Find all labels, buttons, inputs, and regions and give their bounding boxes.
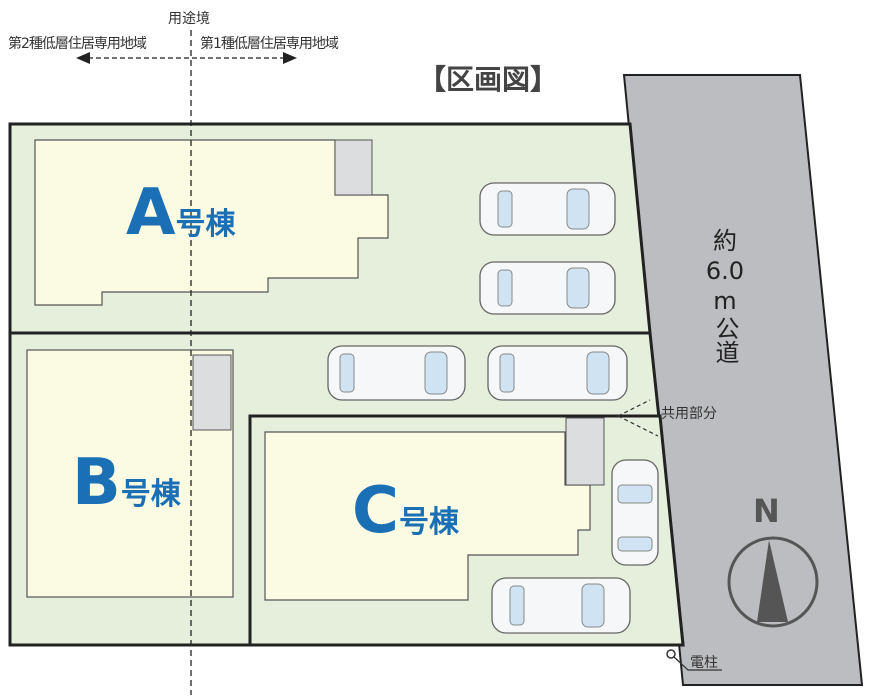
arrow-left-icon xyxy=(76,52,90,64)
parked-car-icon xyxy=(611,459,659,566)
zoning-boundary-label: 用途境 xyxy=(168,11,210,27)
compass-n-label: N xyxy=(753,492,780,530)
north-compass xyxy=(727,536,819,628)
utility-pole-icon xyxy=(666,649,676,659)
parked-car-icon xyxy=(479,261,616,315)
parked-car-icon xyxy=(327,345,466,401)
lot-a-label: A号棟 xyxy=(126,176,236,250)
parked-car-icon xyxy=(479,182,616,236)
lot-suffix: 号棟 xyxy=(398,505,459,540)
road-width: 6.0 xyxy=(705,257,745,285)
lot-c-label: C号棟 xyxy=(352,474,459,548)
utility-pole-label: 電柱 xyxy=(690,655,718,671)
building-c-annex xyxy=(565,417,605,486)
page-title: 【区画図】 xyxy=(418,63,559,96)
lot-b-label: B号棟 xyxy=(72,446,181,520)
shared-area-label: 共用部分 xyxy=(661,406,717,422)
utility-pole-leader xyxy=(673,656,722,671)
compass-needle-icon xyxy=(757,540,788,622)
road-unit: m xyxy=(713,287,737,315)
lot-letter: B xyxy=(72,446,121,520)
zone-left-label: 第2種低層住居専用地域 xyxy=(8,36,147,52)
parked-car-icon xyxy=(487,345,628,401)
arrow-right-icon xyxy=(283,52,297,64)
parked-car-icon xyxy=(491,577,631,634)
zone-right-label: 第1種低層住居専用地域 xyxy=(200,36,339,52)
building-b-annex xyxy=(192,354,232,431)
lot-letter: A xyxy=(126,176,176,250)
lot-letter: C xyxy=(352,474,399,548)
road-type: 公道 xyxy=(711,316,739,364)
lot-suffix: 号棟 xyxy=(175,207,236,242)
shared-area-hatch xyxy=(617,399,659,437)
road-label: 約 6.0 m 公道 xyxy=(700,226,750,364)
building-a-annex xyxy=(334,139,373,196)
road-label-line: 約 xyxy=(713,227,737,255)
building-c xyxy=(264,431,591,601)
lot-suffix: 号棟 xyxy=(120,477,181,512)
